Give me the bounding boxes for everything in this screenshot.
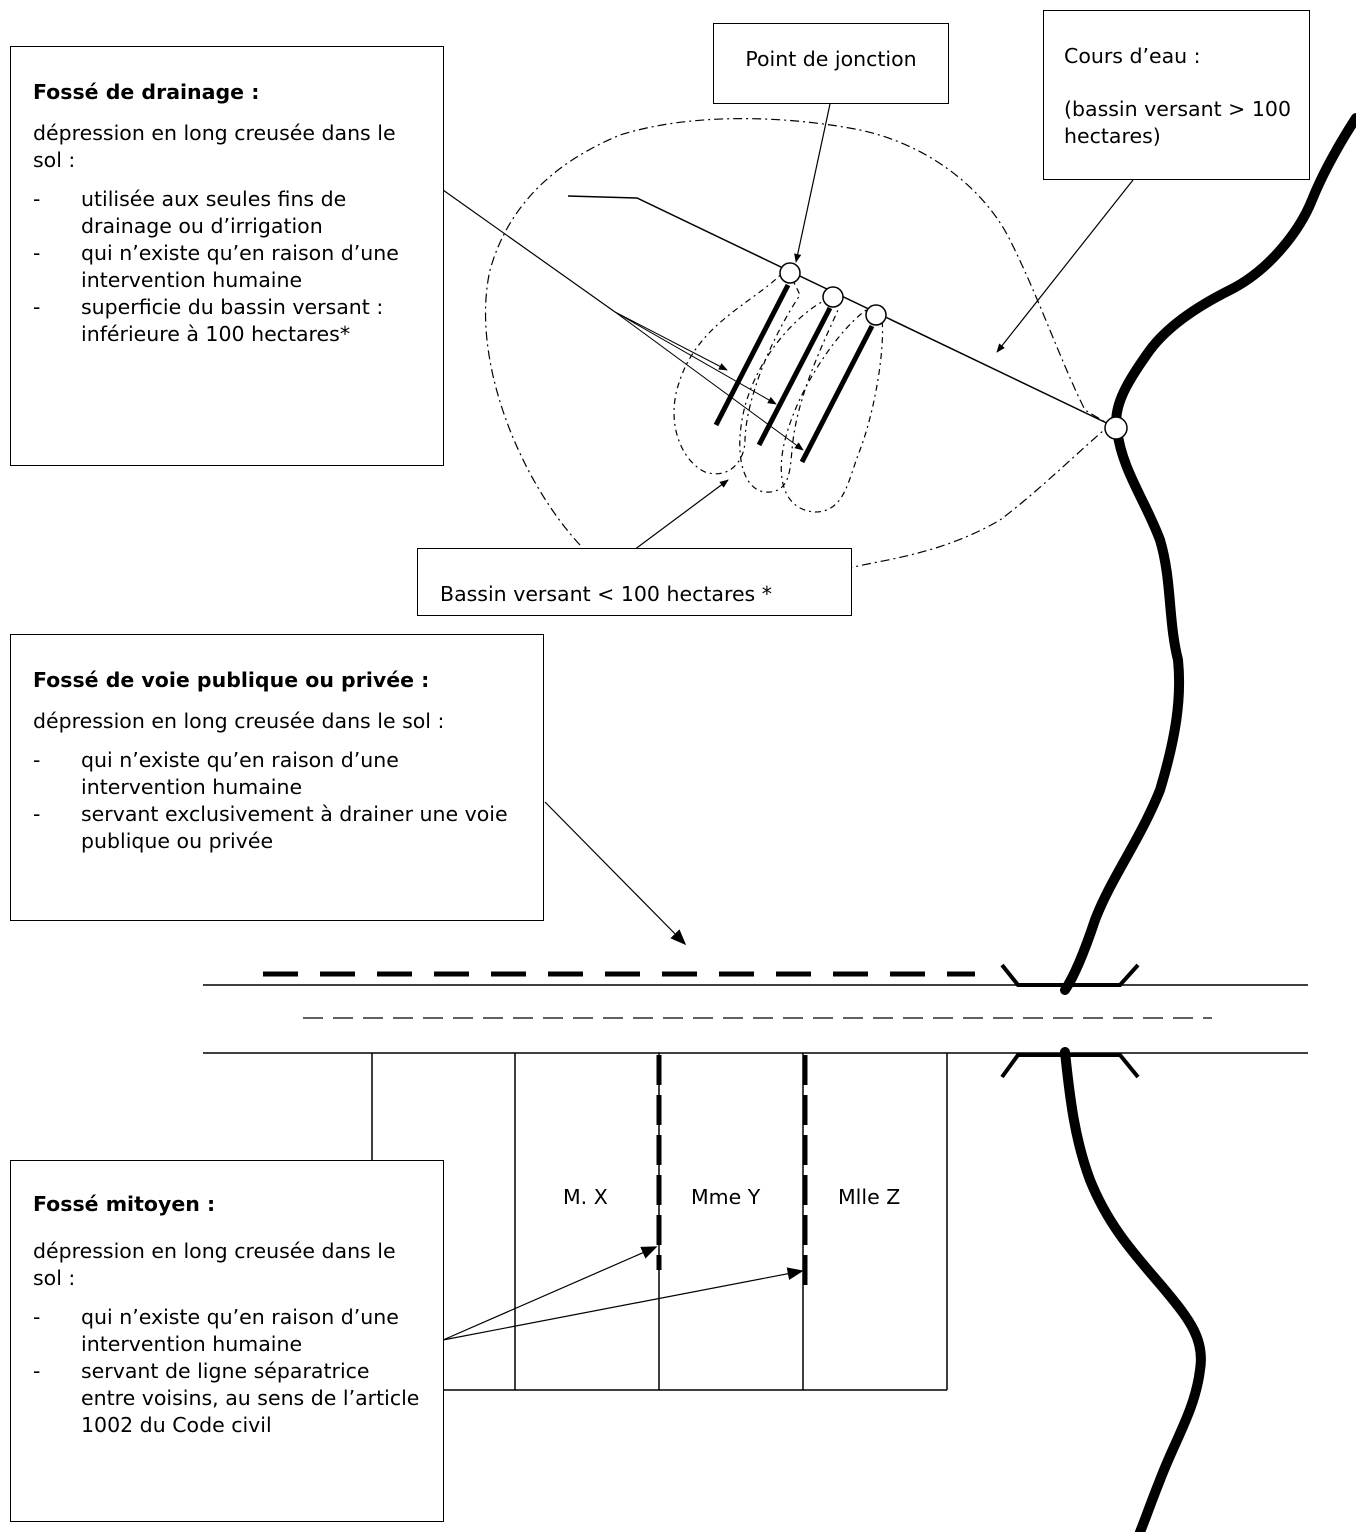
road-ditch-item: servant exclusivement à drainer une voie… (33, 801, 523, 855)
road-ditch-title: Fossé de voie publique ou privée : (33, 668, 430, 692)
junction-label: Point de jonction (745, 47, 917, 71)
road-ditch-list: qui n’existe qu’en raison d’une interven… (33, 747, 523, 855)
drainage-arrow-3 (614, 311, 804, 451)
drainage-collector-line (567, 195, 1118, 429)
parcel-label-mx: M. X (563, 1185, 608, 1209)
party-ditch-title: Fossé mitoyen : (33, 1192, 216, 1216)
drainage-leader-line (442, 189, 616, 313)
party-ditch-box: Fossé mitoyen : dépression en long creus… (10, 1160, 444, 1522)
small-watershed-outline-1 (673, 266, 801, 475)
road-ditch-box: Fossé de voie publique ou privée : dépre… (10, 634, 544, 921)
parcel-label-mlle-z: Mlle Z (838, 1185, 901, 1209)
drainage-ditch-2 (756, 306, 833, 447)
road-ditch-arrow (544, 801, 687, 946)
culvert-bottom (1000, 1053, 1140, 1079)
drainage-ditch-list: utilisée aux seules fins de drainage ou … (33, 186, 421, 348)
road-ditch-item: qui n’existe qu’en raison d’une interven… (33, 747, 523, 801)
road-ditch-description: dépression en long creusée dans le sol : (33, 709, 445, 733)
party-ditch-description: dépression en long creusée dans le sol : (33, 1239, 396, 1290)
drainage-ditch-3 (799, 324, 875, 464)
watercourse-river (1060, 113, 1356, 995)
basin-box: Bassin versant < 100 hectares * (417, 548, 852, 616)
party-ditch-arrow-2 (442, 1267, 804, 1341)
junction-node-3 (865, 304, 887, 326)
watercourse-river-lower (1060, 1047, 1206, 1532)
watercourse-arrow (996, 179, 1134, 353)
party-ditch-arrow-1 (442, 1246, 658, 1341)
drainage-ditch-box: Fossé de drainage : dépression en long c… (10, 46, 444, 466)
drainage-arrow-1 (614, 311, 728, 371)
outlet-node (1104, 416, 1128, 440)
drainage-ditch-item: utilisée aux seules fins de drainage ou … (33, 186, 421, 240)
drainage-ditch-item: superficie du bassin versant : inférieur… (33, 294, 421, 348)
party-ditch-item: servant de ligne séparatrice entre voisi… (33, 1358, 421, 1439)
junction-node-2 (822, 286, 844, 308)
drainage-arrow-2 (614, 311, 777, 405)
party-ditch-item: qui n’existe qu’en raison d’une interven… (33, 1304, 421, 1358)
junction-arrow (794, 103, 831, 263)
watercourse-note: (bassin versant > 100 hectares) (1064, 97, 1291, 148)
drainage-ditch-title: Fossé de drainage : (33, 80, 260, 104)
parcel-label-mme-y: Mme Y (691, 1185, 761, 1209)
large-watershed-outline (484, 118, 1112, 569)
small-watershed-outline-2 (739, 297, 839, 493)
junction-node-1 (779, 262, 801, 284)
party-ditch-list: qui n’existe qu’en raison d’une interven… (33, 1304, 421, 1439)
basin-leader-line (633, 479, 729, 551)
basin-label: Bassin versant < 100 hectares * (440, 582, 773, 606)
culvert-top (1000, 963, 1140, 987)
junction-box: Point de jonction (713, 23, 949, 104)
watercourse-title: Cours d’eau : (1064, 44, 1201, 68)
drainage-ditch-description: dépression en long creusée dans le sol : (33, 121, 396, 172)
drainage-ditch-1 (713, 283, 791, 427)
watercourse-box: Cours d’eau : (bassin versant > 100 hect… (1043, 10, 1310, 180)
drainage-ditch-item: qui n’existe qu’en raison d’une interven… (33, 240, 421, 294)
